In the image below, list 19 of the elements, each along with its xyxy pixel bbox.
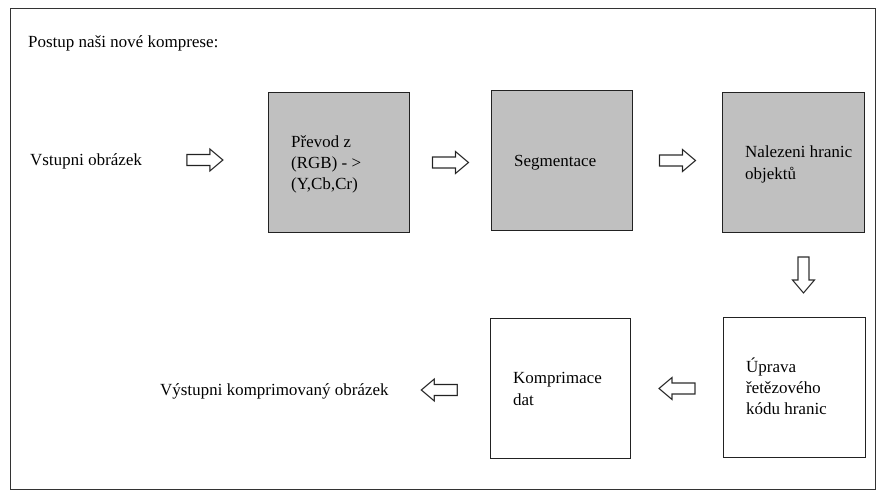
process-box	[723, 317, 866, 458]
block-arrow	[658, 148, 696, 173]
block-arrow	[186, 148, 224, 172]
flow-label: Vstupni obrázek	[30, 149, 142, 171]
block-arrow	[658, 376, 696, 401]
block-arrow	[432, 150, 470, 175]
process-box	[491, 90, 633, 231]
box-label: Komprimace dat	[513, 367, 603, 410]
box-label: Segmentace	[514, 150, 596, 172]
diagram-title: Postup naši nové komprese:	[28, 32, 218, 52]
flow-label: Výstupni komprimovaný obrázek	[160, 379, 389, 401]
process-box	[268, 92, 410, 233]
box-label: Úprava řetězového kódu hranic	[746, 356, 828, 420]
process-box	[490, 318, 631, 459]
box-label: Nalezeni hranic objektů	[745, 141, 854, 184]
block-arrow	[791, 256, 816, 294]
block-arrow	[420, 378, 458, 402]
box-label: Převod z (RGB) - > (Y,Cb,Cr)	[291, 130, 362, 194]
process-box	[722, 92, 865, 233]
